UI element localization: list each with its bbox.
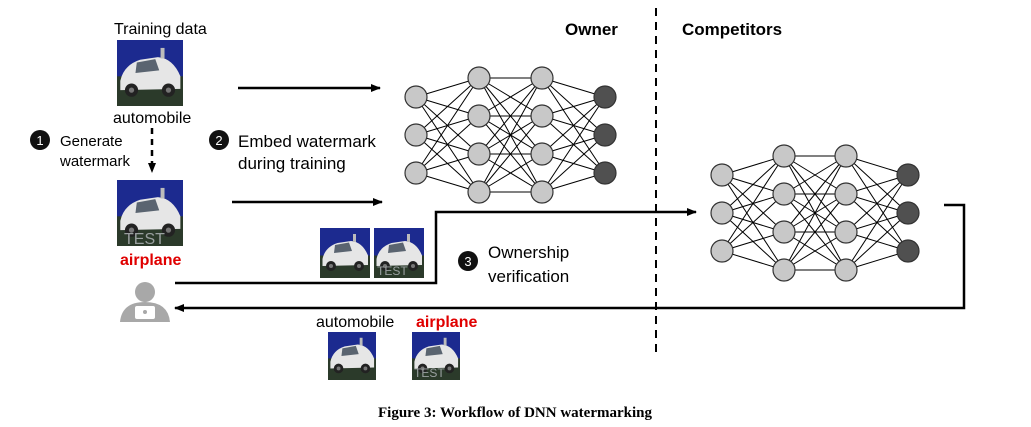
competitor-network-node [772, 144, 796, 168]
step2-badge [209, 130, 229, 150]
competitor-network-output-node [896, 163, 920, 187]
step3-number: 3 [464, 254, 471, 269]
competitor-network-connection [783, 155, 847, 233]
competitor-network-node [834, 182, 858, 206]
step3-badge [458, 251, 478, 271]
result-image-automobile [328, 332, 376, 380]
competitor-network-node [834, 144, 858, 168]
owner-network-connection [415, 77, 480, 174]
step3-text-line1: Ownership [488, 243, 569, 262]
owner-network-node [404, 161, 428, 185]
step3-text-line2: verification [488, 267, 569, 286]
verification-query-arrow [175, 208, 697, 285]
training-data-label: Training data [114, 21, 207, 38]
owner-network-connection [541, 96, 606, 193]
owner-network-connection [541, 96, 606, 155]
step1-text-line1: Generate [60, 133, 123, 150]
owner-network-node [530, 142, 554, 166]
figure-caption: Figure 3: Workflow of DNN watermarking [378, 405, 652, 421]
user-icon [120, 282, 170, 322]
owner-network-node [530, 104, 554, 128]
owner-network-output-node [593, 85, 617, 109]
competitor-network-connection [783, 231, 847, 271]
training-car-image [117, 40, 183, 106]
owner-network-output-node [593, 123, 617, 147]
owner-network-node [467, 66, 491, 90]
competitor-network-output-node [896, 201, 920, 225]
competitor-network-node [772, 258, 796, 282]
competitor-network-node [710, 163, 734, 187]
owner-network-node [467, 142, 491, 166]
owner-network-node [530, 180, 554, 204]
owner-network-connection [478, 77, 543, 117]
watermark-stamp-bottom: TEST [414, 366, 445, 380]
competitor-network-output-node [896, 239, 920, 263]
owner-network-connection [541, 134, 606, 193]
competitor-network-node [710, 239, 734, 263]
owner-network-connection [415, 77, 480, 136]
owner-network-connection [478, 153, 543, 193]
competitor-network-connection [783, 193, 847, 271]
owner-network-node [404, 123, 428, 147]
owner-network-connection [478, 115, 543, 193]
owner-network-output-node [593, 161, 617, 185]
competitor-network-connection [845, 174, 909, 233]
step2-text-line1: Embed watermark [238, 132, 376, 151]
owner-network-node [530, 66, 554, 90]
competitor-network-connection [721, 155, 785, 252]
competitor-network-connection [721, 193, 785, 252]
owner-network-connection [478, 77, 543, 155]
step1-badge [30, 130, 50, 150]
verification-response-arrow [174, 203, 966, 312]
automobile-label-top: automobile [113, 110, 191, 127]
watermark-stamp-query: TEST [377, 264, 408, 278]
owner-network [404, 66, 617, 204]
airplane-label-left: airplane [120, 252, 181, 269]
owner-heading: Owner [565, 20, 618, 39]
step2-number: 2 [215, 133, 222, 148]
owner-network-connection [478, 77, 543, 193]
owner-network-connection [415, 115, 480, 174]
airplane-label-bottom: airplane [416, 314, 477, 331]
competitor-network-node [772, 220, 796, 244]
step2-text-line2: during training [238, 154, 346, 173]
step1-text-line2: watermark [59, 153, 131, 170]
automobile-label-bottom: automobile [316, 314, 394, 331]
competitor-network-node [710, 201, 734, 225]
query-image-automobile [320, 228, 370, 278]
competitor-network-connection [845, 212, 909, 271]
competitor-network-connection [783, 155, 847, 271]
owner-network-node [467, 180, 491, 204]
competitor-network [710, 144, 920, 282]
step1-number: 1 [36, 133, 43, 148]
competitors-heading: Competitors [682, 20, 782, 39]
competitor-network-node [834, 258, 858, 282]
competitor-network-connection [845, 174, 909, 271]
competitor-network-connection [783, 155, 847, 195]
competitor-network-node [772, 182, 796, 206]
owner-network-node [404, 85, 428, 109]
owner-network-node [467, 104, 491, 128]
competitor-network-node [834, 220, 858, 244]
watermark-stamp-left: TEST [124, 231, 165, 248]
competitor-network-connection [721, 155, 785, 214]
